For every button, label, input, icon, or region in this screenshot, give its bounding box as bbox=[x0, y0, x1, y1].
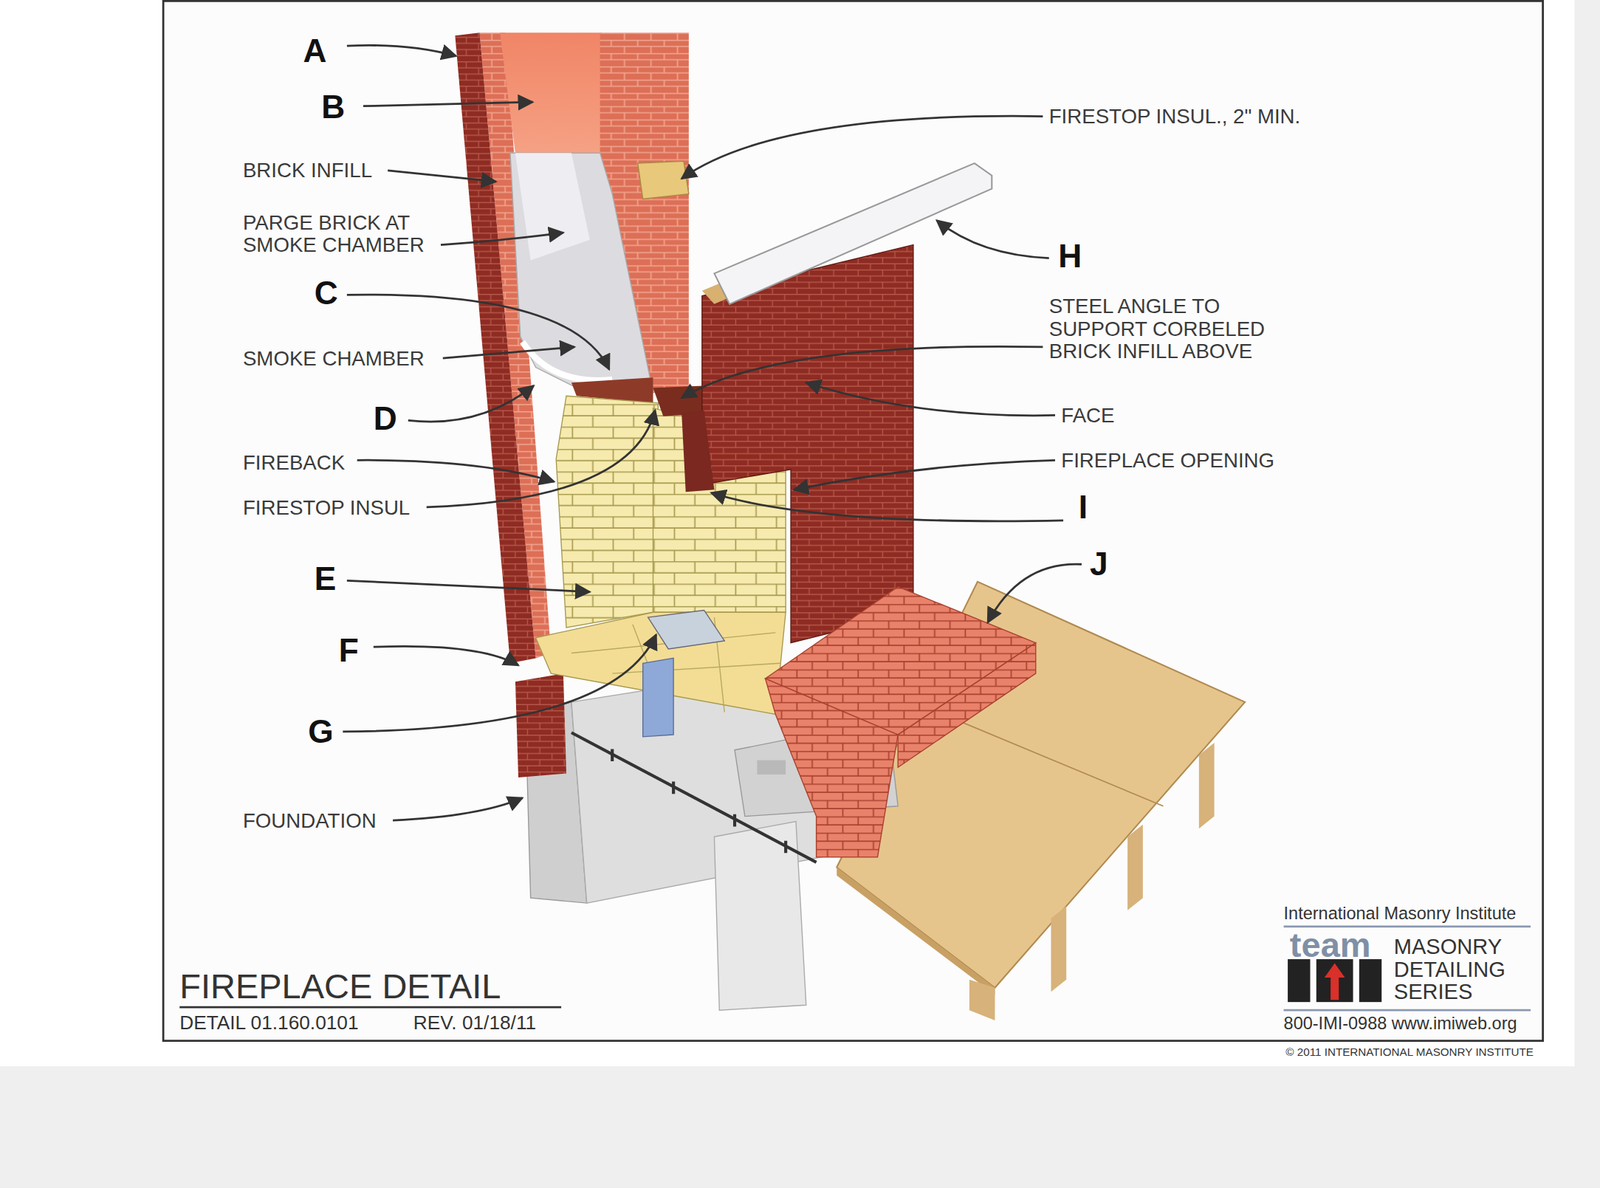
part-label: SMOKE CHAMBER bbox=[242, 347, 425, 370]
copyright: © 2011 INTERNATIONAL MASONRY INSTITUTE bbox=[1285, 1046, 1534, 1059]
logo-contact: 800-IMI-0988 www.imiweb.org bbox=[1283, 1013, 1518, 1033]
part-label: FIREPLACE OPENING bbox=[1061, 448, 1275, 472]
part-label: STEEL ANGLE TO SUPPORT CORBELED BRICK IN… bbox=[1049, 294, 1295, 362]
part-label: FACE bbox=[1061, 403, 1115, 427]
callout-letter: H bbox=[1058, 238, 1082, 274]
callout-letter: F bbox=[338, 632, 359, 668]
part-label: FIREBACK bbox=[242, 451, 345, 474]
logo-word: team bbox=[1289, 925, 1372, 964]
detail-number: DETAIL 01.160.0101 bbox=[179, 1011, 359, 1033]
logo-series: MASONRY DETAILING SERIES bbox=[1394, 935, 1537, 1003]
part-label: PARGE BRICK AT SMOKE CHAMBER bbox=[242, 211, 447, 257]
part-label: FIRESTOP INSUL bbox=[242, 496, 410, 519]
callout-letter: D bbox=[373, 400, 398, 436]
part-label: FOUNDATION bbox=[242, 809, 377, 832]
callout-letter: J bbox=[1089, 546, 1109, 582]
revision-date: REV. 01/18/11 bbox=[413, 1011, 537, 1033]
callout-letter: G bbox=[307, 713, 333, 750]
logo-text: International Masonry Institute bbox=[1283, 903, 1517, 923]
callout-letter: B bbox=[321, 89, 345, 125]
callout-letter: C bbox=[314, 274, 339, 311]
callout-letter: A bbox=[302, 33, 327, 69]
callout-letter: E bbox=[314, 560, 336, 596]
part-label: FIRESTOP INSUL., 2" MIN. bbox=[1049, 104, 1301, 127]
drawing-title: FIREPLACE DETAIL bbox=[179, 966, 501, 1005]
callout-letter: I bbox=[1078, 489, 1088, 525]
part-label: BRICK INFILL bbox=[242, 159, 373, 182]
